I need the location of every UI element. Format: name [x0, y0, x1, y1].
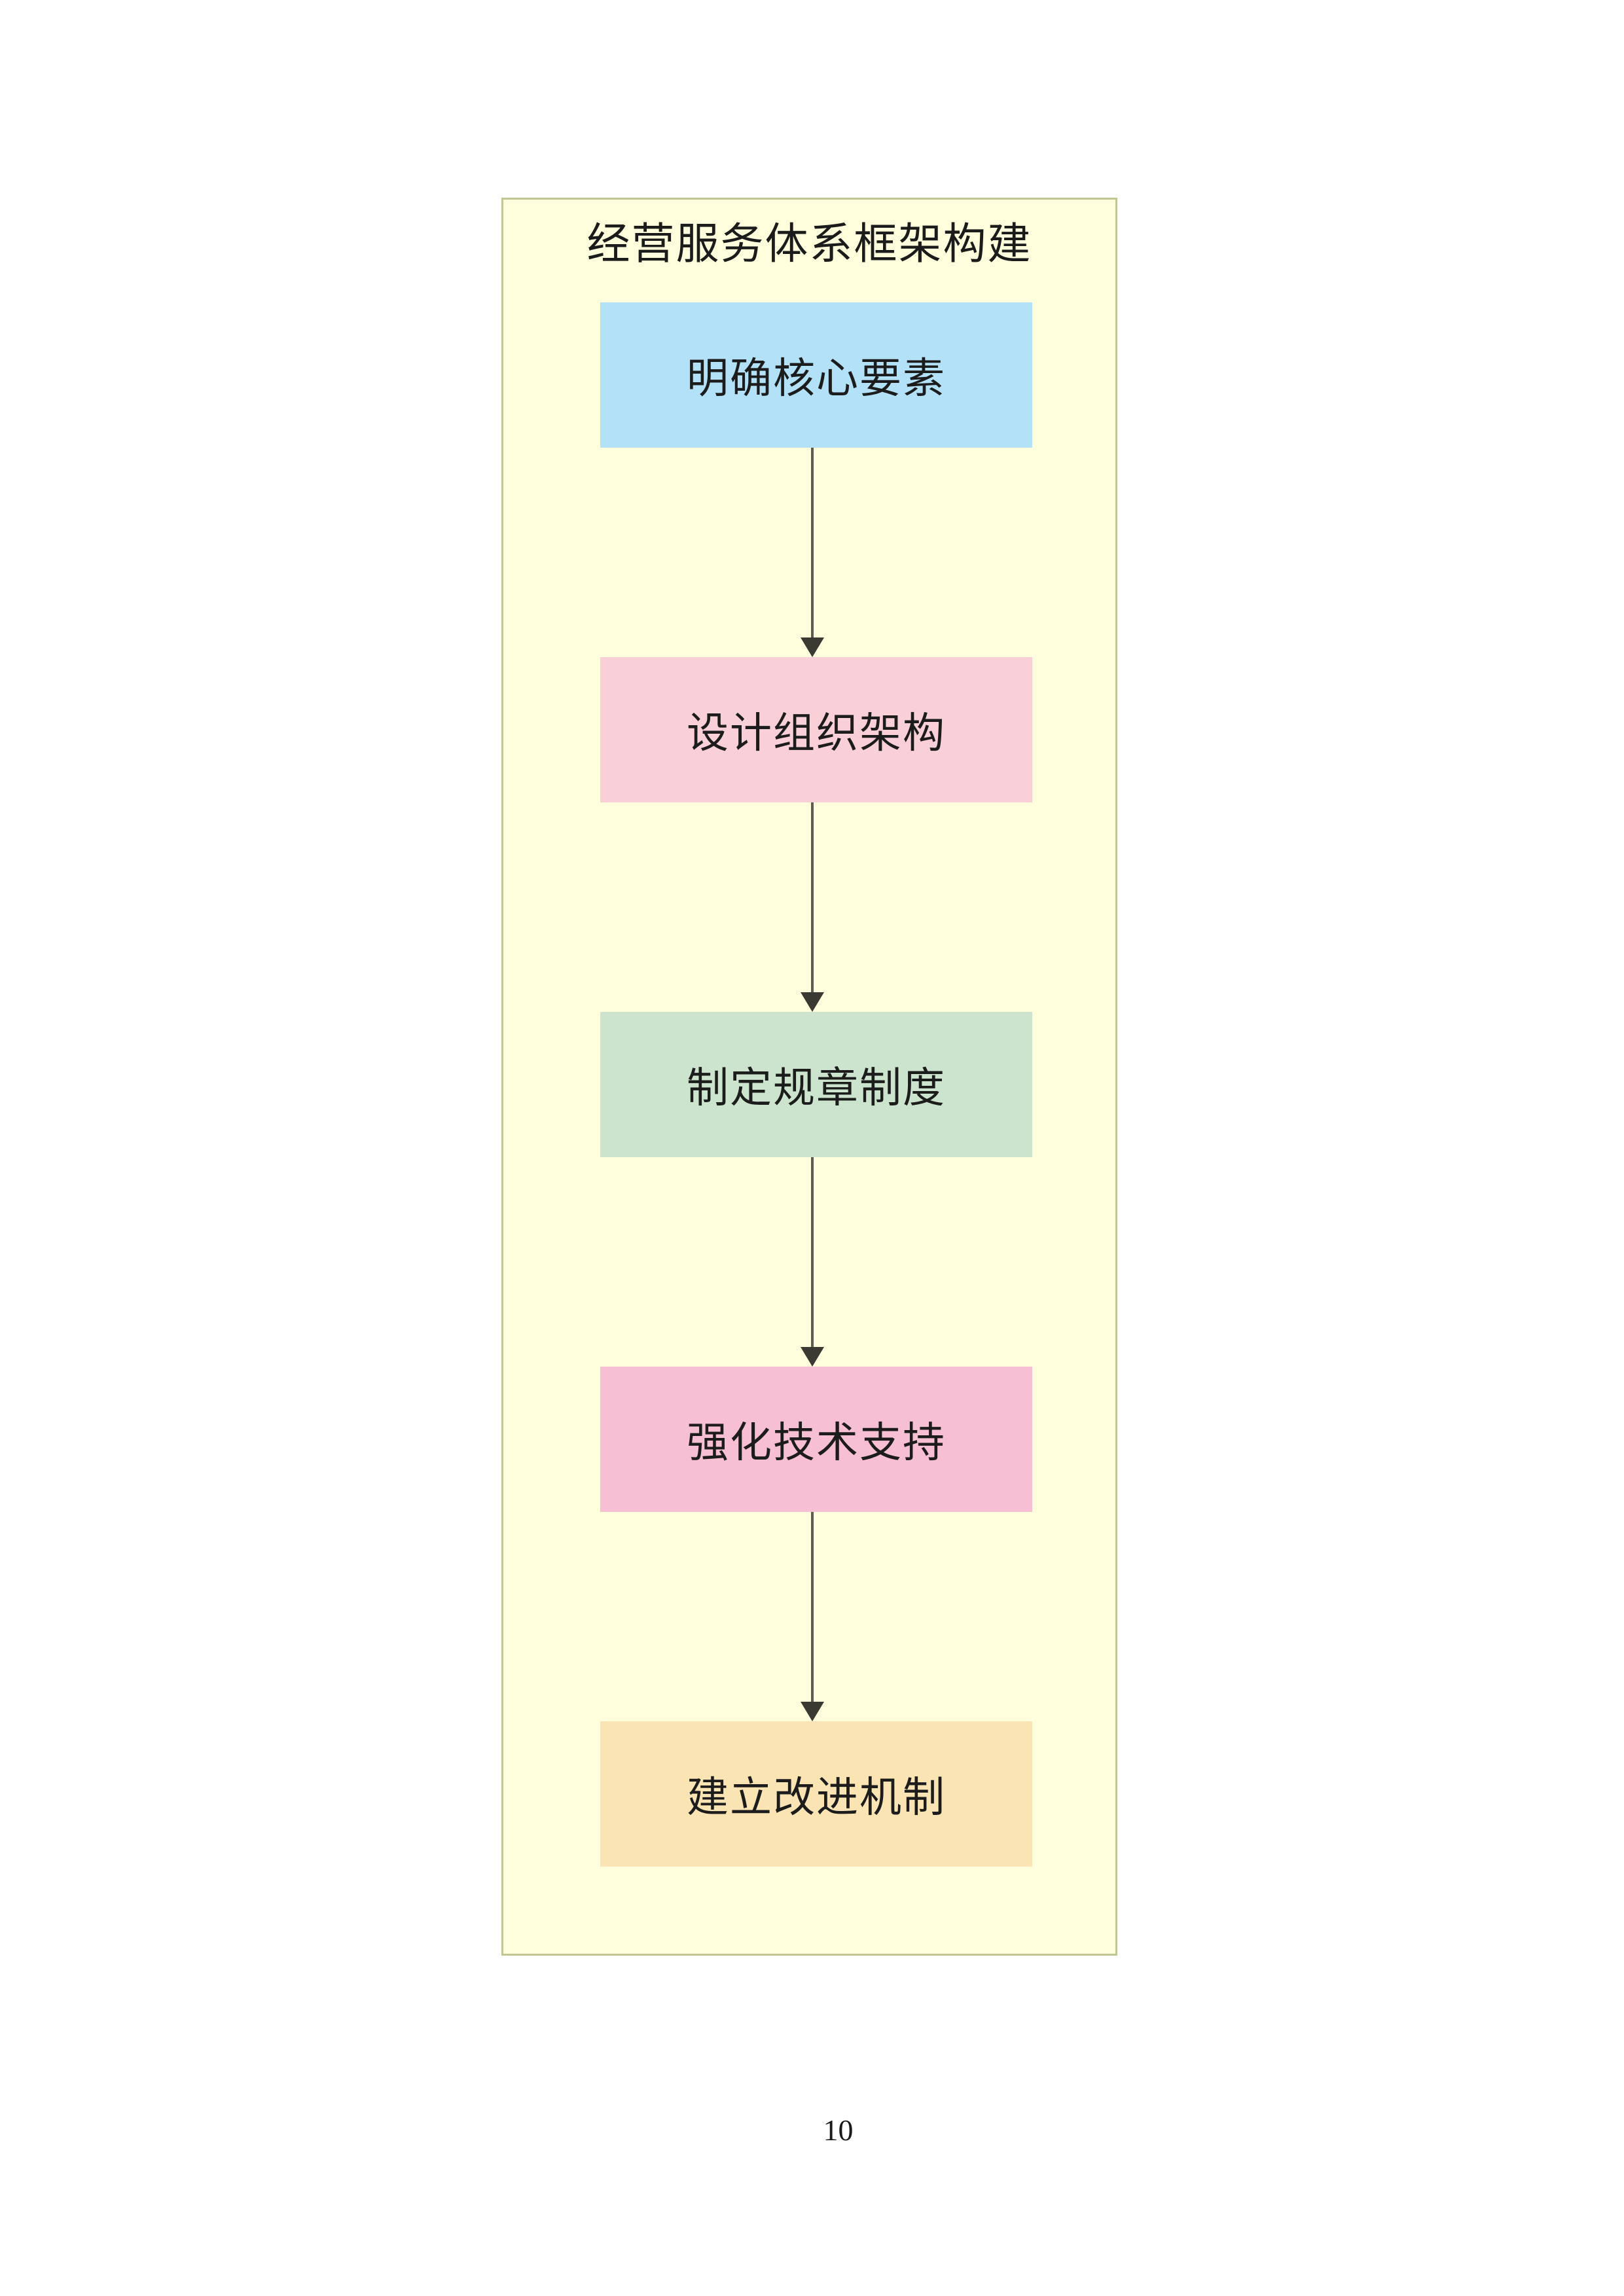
flow-step-label: 明确核心要素	[687, 355, 946, 402]
flow-step-formulate-rules: 制定规章制度	[600, 1012, 1032, 1157]
flow-step-label: 建立改进机制	[687, 1774, 946, 1821]
arrow-head	[801, 1702, 824, 1721]
arrow-head	[801, 637, 824, 657]
flow-step-establish-improvement-mech: 建立改进机制	[600, 1721, 1032, 1867]
flowchart-container: 经营服务体系框架构建 明确核心要素 设计组织架构 制定规章制度 强化技术支持	[501, 198, 1117, 1956]
flowchart-title: 经营服务体系框架构建	[586, 219, 1032, 268]
arrow-shaft	[811, 448, 814, 640]
arrow-head	[801, 992, 824, 1012]
flow-step-clarify-core-elements: 明确核心要素	[600, 302, 1032, 448]
flow-step-label: 设计组织架构	[687, 709, 946, 757]
arrow-shaft	[811, 1157, 814, 1350]
arrow-shaft	[811, 1512, 814, 1704]
down-arrow-icon	[801, 1512, 824, 1721]
flow-step-design-org-structure: 设计组织架构	[600, 657, 1032, 802]
page-number: 10	[823, 2113, 854, 2147]
down-arrow-icon	[801, 802, 824, 1012]
down-arrow-icon	[801, 448, 824, 657]
flow-step-strengthen-tech-support: 强化技术支持	[600, 1367, 1032, 1512]
arrow-shaft	[811, 802, 814, 995]
arrow-head	[801, 1347, 824, 1367]
down-arrow-icon	[801, 1157, 824, 1367]
flow-step-label: 制定规章制度	[687, 1064, 946, 1111]
flow-step-label: 强化技术支持	[687, 1419, 946, 1466]
